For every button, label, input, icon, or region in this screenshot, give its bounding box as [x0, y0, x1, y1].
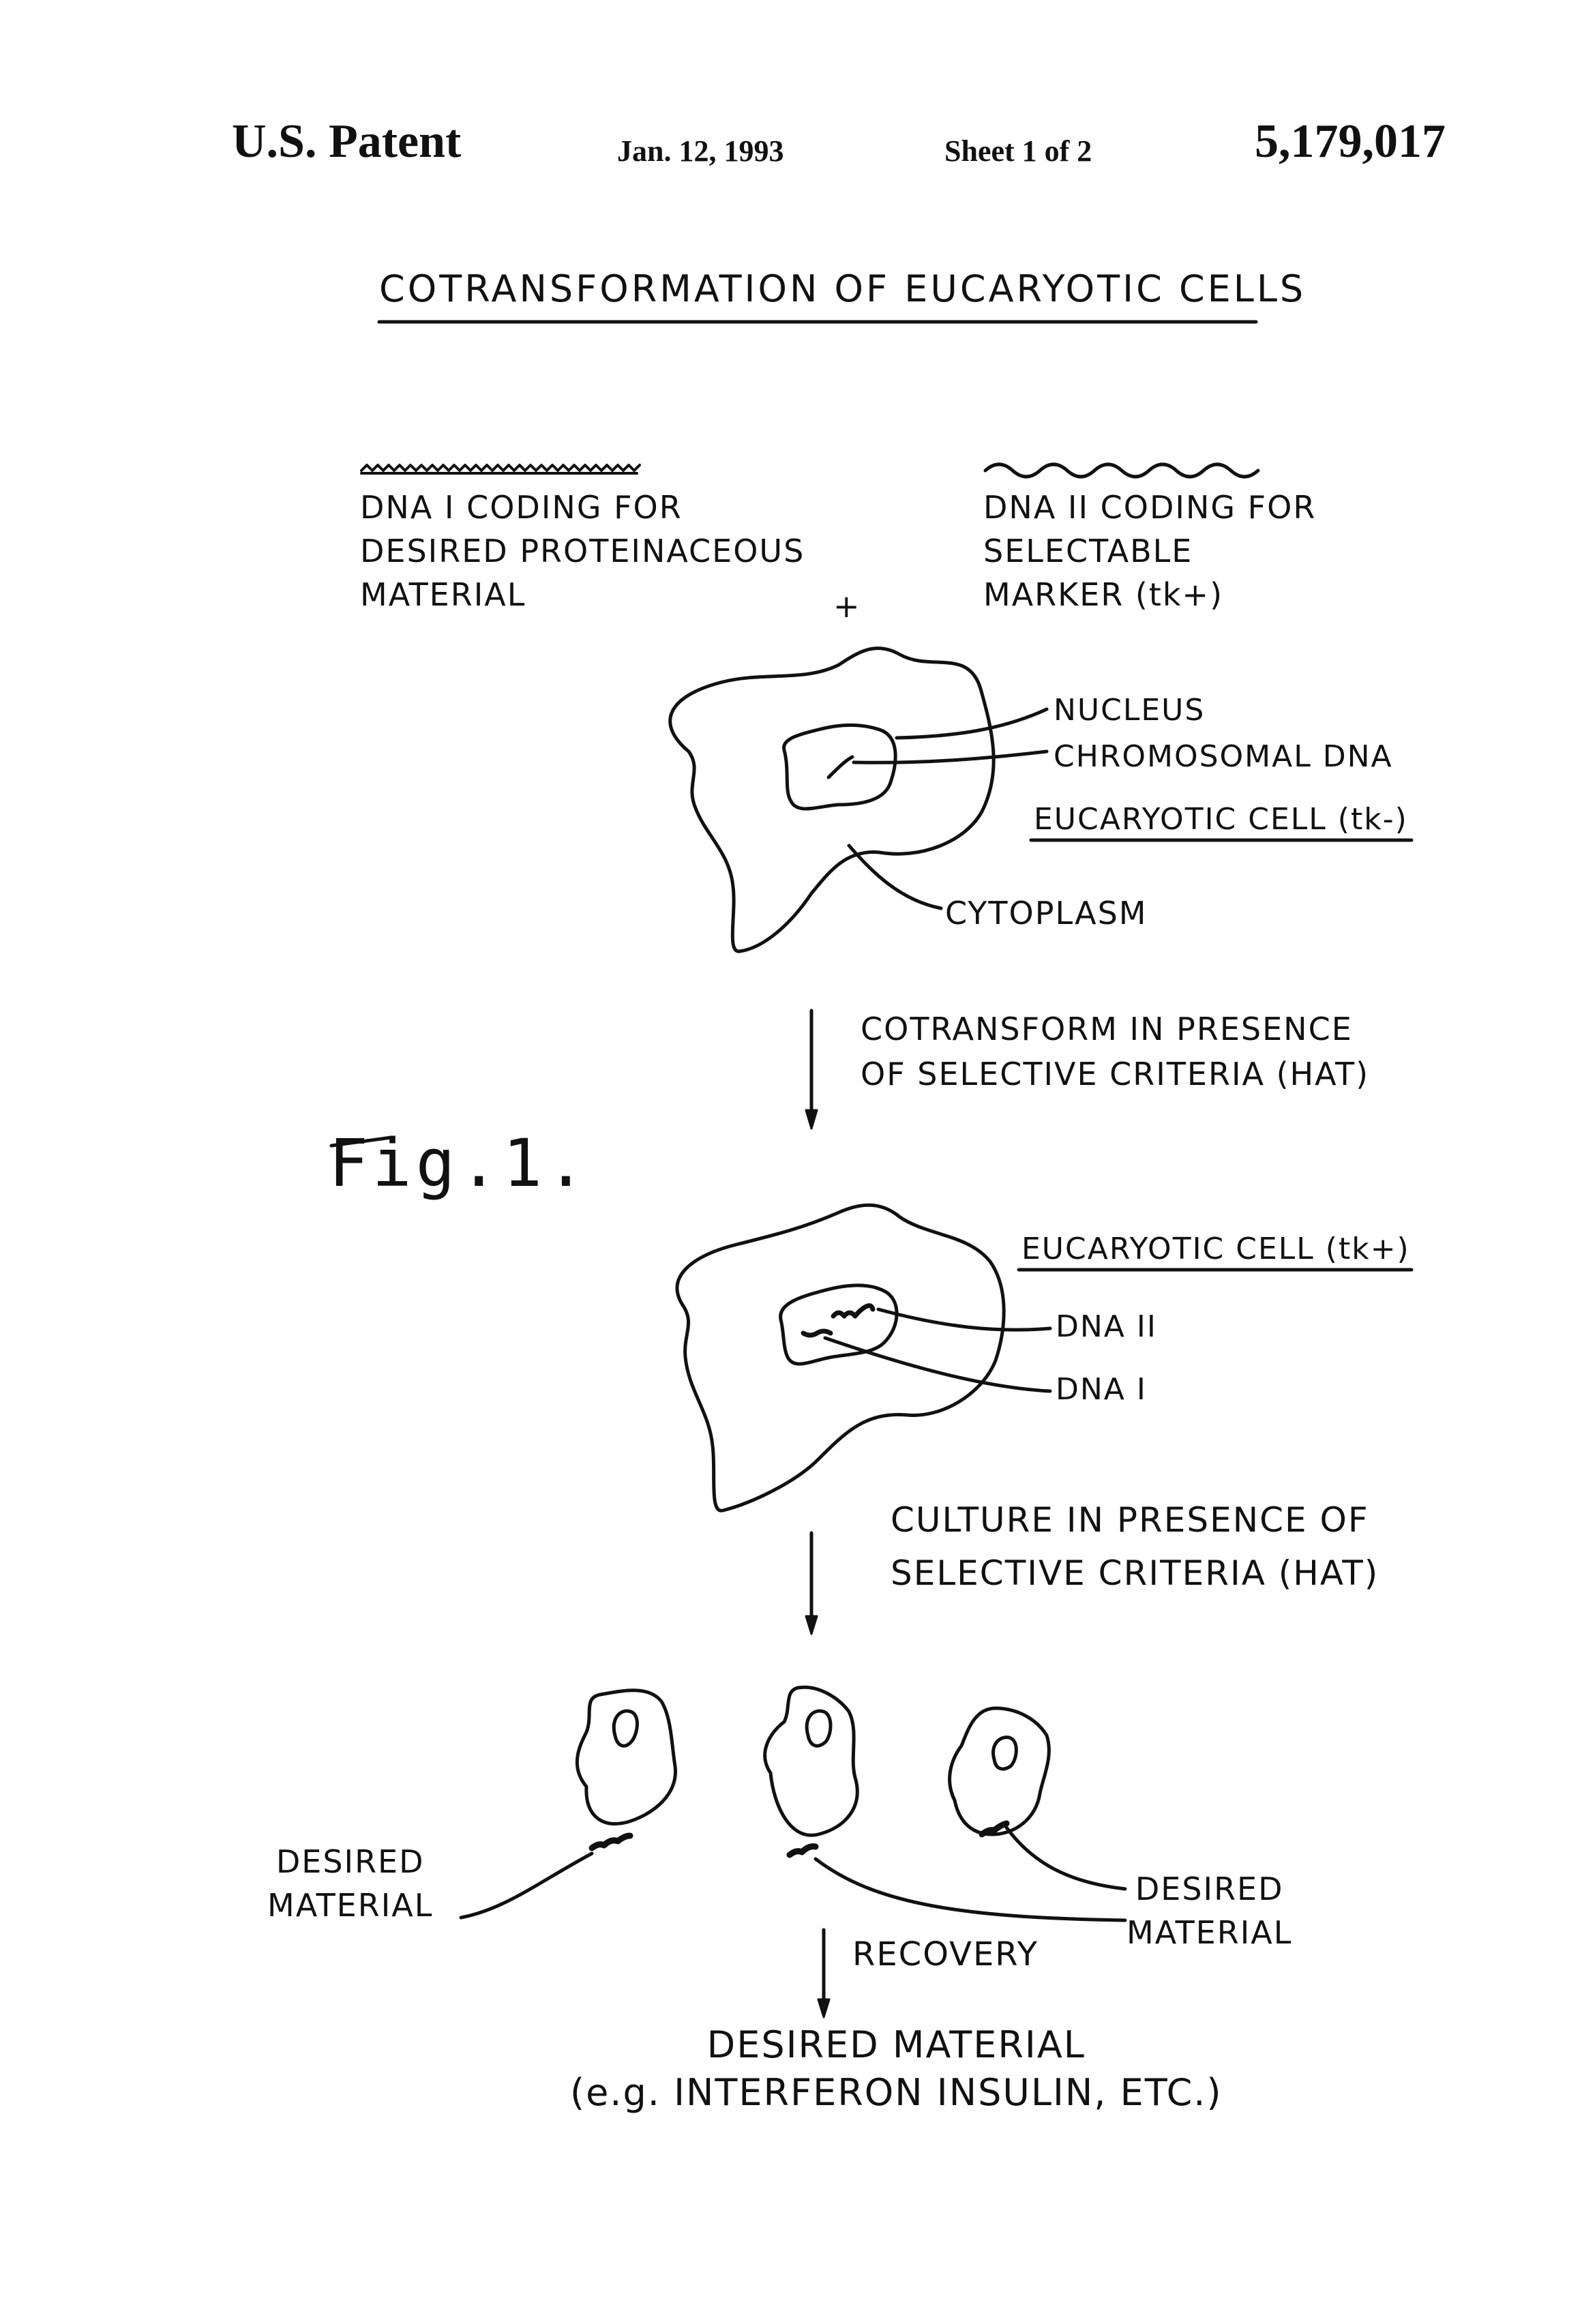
figure-label-stroke: [329, 1135, 393, 1148]
small-cell-left-material: [588, 1832, 633, 1851]
chromosomal-dna-label: CHROMOSOMAL DNA: [1054, 739, 1393, 774]
small-cell-left-nucleus: [612, 1709, 639, 1748]
small-cell-middle-material: [786, 1843, 819, 1858]
patent-header-label: U.S. Patent: [232, 115, 462, 168]
cell1-chromosome: [826, 755, 854, 779]
eucaryotic-cell-tk-plus-label: EUCARYOTIC CELL (tk+): [1021, 1232, 1410, 1266]
dna1-label-line1: DNA I CODING FOR: [360, 489, 683, 526]
desired-left-line1: DESIRED: [275, 1843, 425, 1880]
cell2-dna2-leader: [876, 1307, 1052, 1332]
dna2-label: DNA II CODING FOR SELECTABLE MARKER (tk+…: [983, 486, 1316, 616]
cytoplasm-label: CYTOPLASM: [945, 895, 1148, 932]
desired-material-right-label: DESIRED MATERIAL: [1126, 1867, 1292, 1954]
cell2-dna1-leader: [823, 1336, 1052, 1393]
dna2-label-line3: MARKER (tk+): [983, 576, 1224, 613]
arrow-2-head: [805, 1615, 818, 1635]
small-cell-right-material: [979, 1820, 1010, 1838]
desired-material-left-label: DESIRED MATERIAL: [267, 1840, 433, 1927]
figure-label: Fig.1.: [329, 1125, 590, 1202]
dna1-zigzag-symbol: [360, 464, 641, 472]
desired-left-line2: MATERIAL: [267, 1887, 434, 1924]
result-text: DESIRED MATERIAL (e.g. INTERFERON INSULI…: [570, 2021, 1223, 2117]
small-cell-middle: [763, 1685, 859, 1837]
patent-date: Jan. 12, 1993: [617, 134, 784, 168]
cell1-cyto-leader: [847, 844, 943, 910]
cell2-nucleus: [779, 1283, 899, 1366]
arrow-3-head: [817, 1998, 831, 2018]
step1-line2: OF SELECTIVE CRITERIA (HAT): [861, 1056, 1370, 1092]
dna2-label-line1: DNA II CODING FOR: [983, 489, 1317, 526]
step2-line2: SELECTIVE CRITERIA (HAT): [891, 1553, 1379, 1593]
dna2-label-line2: SELECTABLE: [983, 533, 1193, 569]
step1-line1: COTRANSFORM IN PRESENCE: [861, 1011, 1353, 1047]
plus-sign: +: [833, 588, 861, 625]
step2-text: CULTURE IN PRESENCE OF SELECTIVE CRITERI…: [891, 1493, 1379, 1600]
arrow-1-head: [805, 1109, 818, 1130]
desired-right-line2: MATERIAL: [1126, 1914, 1293, 1951]
cell2-outline: [675, 1203, 1006, 1513]
small-cell-left: [575, 1688, 677, 1826]
dna1-label-line3: MATERIAL: [360, 576, 526, 613]
cell2-dna2-inserted: [831, 1303, 876, 1319]
cell1-nucleus: [782, 723, 897, 811]
cell1-nucleus-leader: [895, 707, 1049, 740]
eucaryotic-cell-tk-minus-label: EUCARYOTIC CELL (tk-): [1034, 802, 1408, 837]
dna1-label: DNA I CODING FOR DESIRED PROTEINACEOUS M…: [360, 486, 805, 616]
nucleus-label: NUCLEUS: [1054, 693, 1206, 728]
desired-right-line1: DESIRED: [1135, 1871, 1284, 1907]
cell2-dna1-inserted: [801, 1328, 833, 1338]
dna2-wave-symbol: [983, 462, 1260, 479]
result-line2: (e.g. INTERFERON INSULIN, ETC.): [570, 2071, 1223, 2114]
patent-number: 5,179,017: [1255, 115, 1446, 168]
recovery-label: RECOVERY: [852, 1935, 1039, 1973]
desired-right-leader-a: [814, 1857, 1127, 1922]
step1-text: COTRANSFORM IN PRESENCE OF SELECTIVE CRI…: [861, 1007, 1369, 1097]
sheet-number: Sheet 1 of 2: [944, 134, 1092, 168]
dna1-label-line2: DESIRED PROTEINACEOUS: [360, 533, 805, 569]
diagram-title: COTRANSFORMATION OF EUCARYOTIC CELLS: [379, 267, 1307, 310]
dna2-inserted-label: DNA II: [1056, 1309, 1157, 1344]
cell1-chromo-leader: [852, 749, 1049, 764]
small-cell-middle-nucleus: [805, 1709, 833, 1748]
desired-left-leader: [459, 1851, 594, 1920]
result-line1: DESIRED MATERIAL: [706, 2023, 1086, 2066]
small-cell-right-nucleus: [991, 1735, 1018, 1771]
cell1-outline: [668, 646, 996, 953]
small-cell-right: [948, 1706, 1051, 1836]
dna1-inserted-label: DNA I: [1056, 1372, 1147, 1407]
desired-right-leader-b: [1004, 1826, 1127, 1891]
step2-line1: CULTURE IN PRESENCE OF: [891, 1500, 1369, 1540]
